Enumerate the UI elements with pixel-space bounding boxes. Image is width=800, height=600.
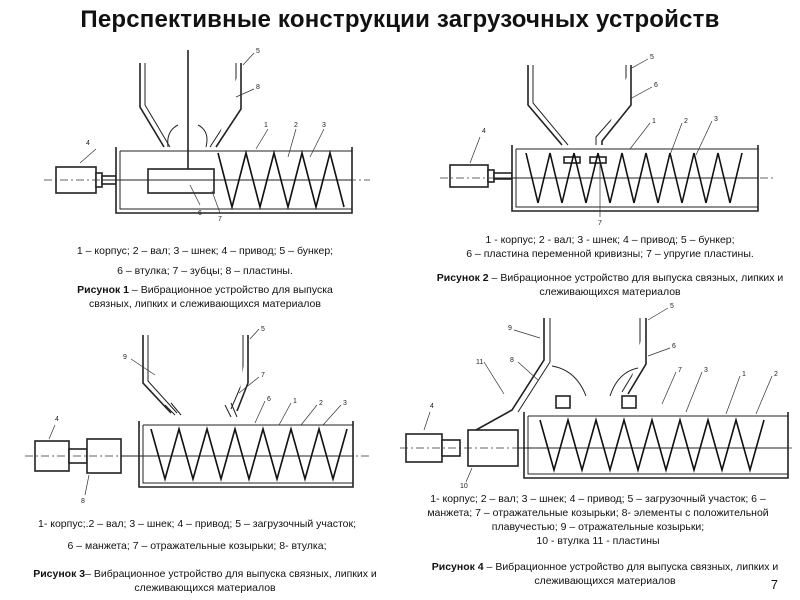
svg-text:8: 8 [256,84,260,91]
svg-text:6: 6 [198,210,202,217]
figure-1-legend: 1 – корпус; 2 – вал; 3 – шнек; 4 – приво… [76,245,334,277]
svg-text:3: 3 [343,400,347,407]
svg-text:6: 6 [654,82,658,89]
figure-3-caption: Рисунок 3– Вибрационное устройство для в… [33,568,377,594]
svg-text:1: 1 [742,371,746,378]
svg-text:6: 6 [267,396,271,403]
svg-text:2: 2 [774,371,778,378]
figure-1-caption: Рисунок 1 – Вибрационное устройство для … [77,284,333,310]
svg-text:7: 7 [261,372,265,379]
page-number: 7 [770,577,778,592]
svg-text:2: 2 [684,118,688,125]
bushing [147,168,215,194]
svg-text:3: 3 [714,116,718,123]
svg-text:11: 11 [476,359,483,366]
screw [217,149,345,211]
svg-text:5: 5 [256,48,260,55]
figure-2-caption: Рисунок 2 – Вибрационное устройство для … [436,272,784,298]
svg-text:7: 7 [678,367,682,374]
svg-text:2: 2 [319,400,323,407]
figure-2-legend: 1 - корпус; 2 - вал; 3 - шнек; 4 – приво… [466,234,754,260]
page-title: Перспективные конструкции загрузочных ус… [80,6,720,33]
svg-text:4: 4 [86,140,90,147]
hopper [139,63,165,148]
figure-4-caption: Рисунок 4 – Вибрационное устройство для … [431,561,779,587]
svg-text:10: 10 [460,483,468,490]
svg-text:3: 3 [322,122,326,129]
svg-text:1: 1 [293,398,297,405]
svg-text:5: 5 [650,54,654,61]
svg-text:4: 4 [55,416,59,423]
svg-text:2: 2 [294,122,298,129]
svg-text:7: 7 [218,216,222,223]
figure-3-legend: 1- корпус;.2 – вал; 3 – шнек; 4 – привод… [38,518,356,552]
svg-text:1: 1 [264,122,268,129]
figure-4-legend: 1- корпус; 2 – вал; 3 – шнек; 4 – привод… [427,493,769,547]
figure-2-drawing: 4 5 6 1 2 3 7 [440,45,780,235]
svg-text:9: 9 [123,354,127,361]
figure-1-drawing: 4 5 8 1 2 3 6 7 [40,45,380,235]
svg-text:3: 3 [704,367,708,374]
svg-text:7: 7 [598,220,602,227]
figure-3-drawing: 4 5 9 7 6 1 2 3 8 [25,325,375,515]
svg-text:5: 5 [670,303,674,310]
svg-text:4: 4 [430,403,434,410]
svg-text:1: 1 [652,118,656,125]
svg-text:5: 5 [261,326,265,333]
svg-text:4: 4 [482,128,486,135]
svg-text:6: 6 [672,343,676,350]
svg-text:8: 8 [510,357,514,364]
figure-4-drawing: 4 5 9 11 8 6 7 3 1 2 10 [400,300,795,490]
svg-text:8: 8 [81,498,85,505]
svg-text:9: 9 [508,325,512,332]
